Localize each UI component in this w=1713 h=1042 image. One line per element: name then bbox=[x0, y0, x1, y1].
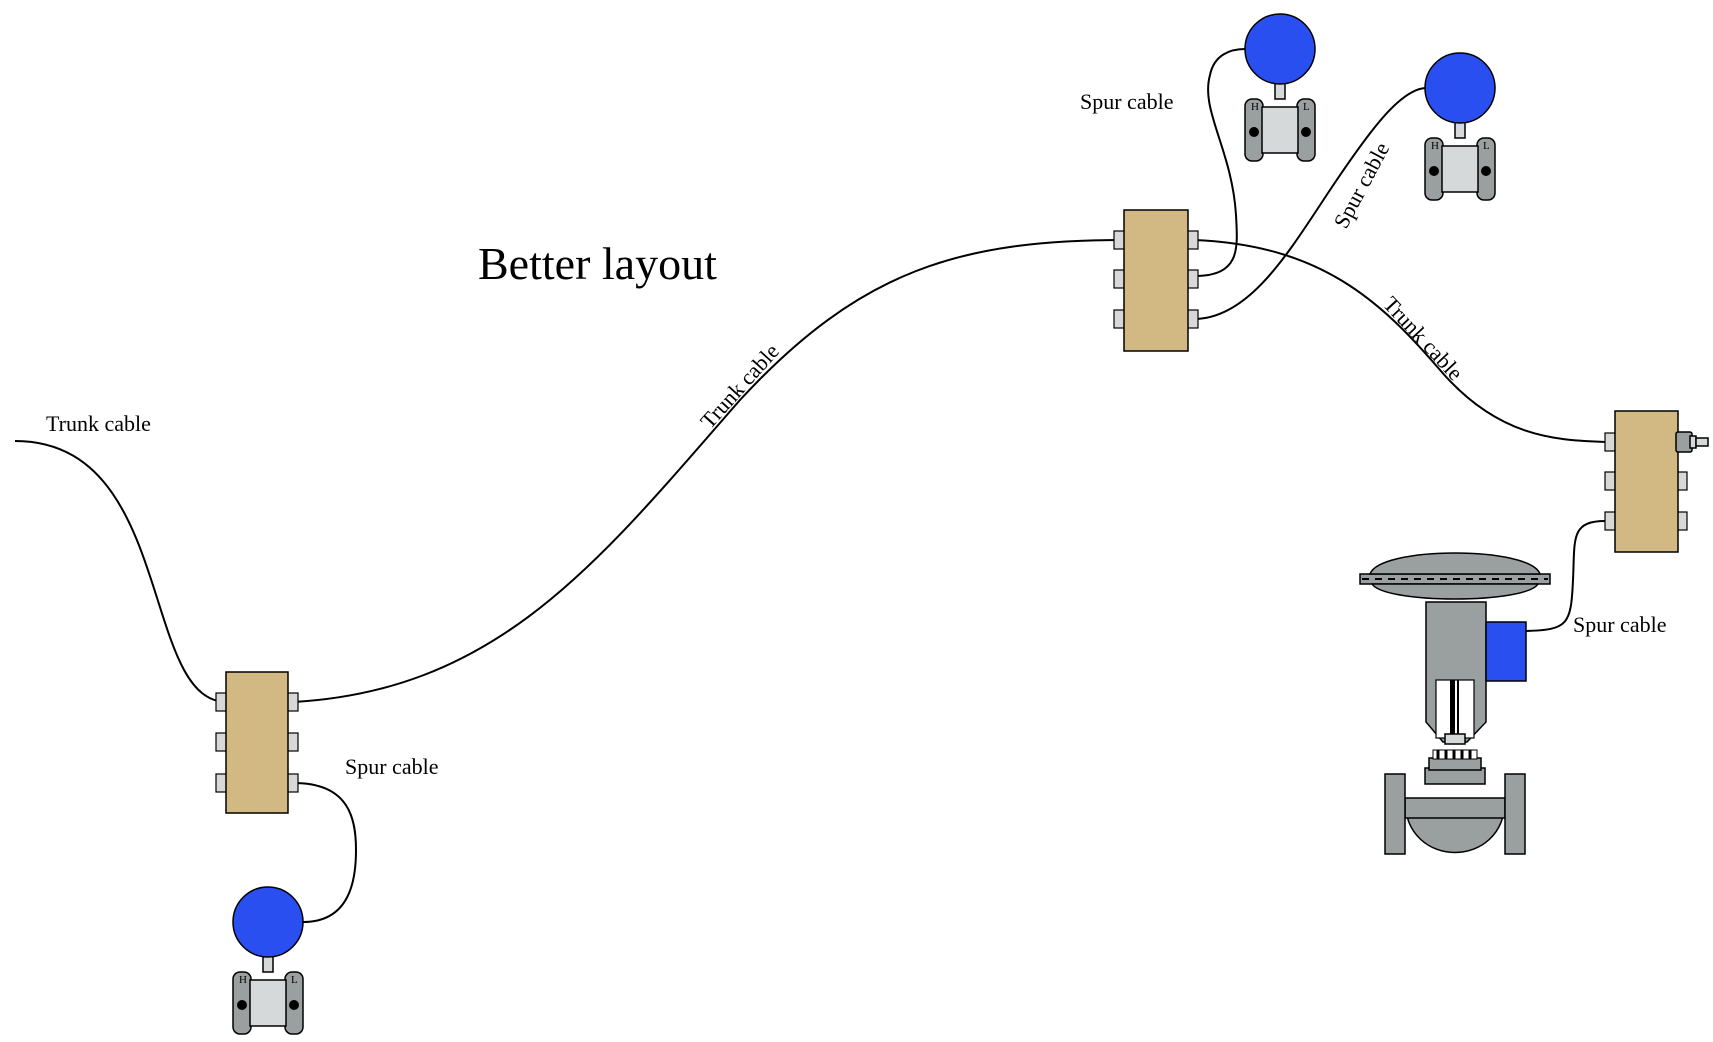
trunk-cable-label-middle: Trunk cable bbox=[695, 339, 784, 434]
svg-text:L: L bbox=[1303, 101, 1310, 113]
coupling-block-right bbox=[1604, 410, 1688, 553]
spur-cable-label-top: Spur cable bbox=[1080, 89, 1173, 114]
trunk-cable-left bbox=[14, 440, 227, 703]
pressure-transmitter-top-a: H L bbox=[1244, 13, 1316, 162]
pressure-transmitter-top-b: H L bbox=[1424, 52, 1496, 201]
trunk-cable-label-right: Trunk cable bbox=[1378, 291, 1468, 385]
diagram-title: Better layout bbox=[478, 238, 717, 289]
trunk-cable-label-left: Trunk cable bbox=[46, 411, 151, 436]
spur-cable-valve bbox=[1524, 520, 1606, 632]
spur-cable-bottom-left bbox=[293, 782, 358, 923]
svg-text:H: H bbox=[239, 974, 247, 986]
svg-text:L: L bbox=[1483, 140, 1490, 152]
spur-cable-top-b bbox=[1193, 87, 1426, 320]
coupling-block-bottom-left bbox=[215, 671, 299, 814]
svg-text:H: H bbox=[1431, 140, 1439, 152]
svg-text:L: L bbox=[291, 974, 298, 986]
trunk-cable-middle bbox=[293, 239, 1125, 703]
svg-text:H: H bbox=[1251, 101, 1259, 113]
spur-cable-top-a bbox=[1193, 48, 1246, 277]
trunk-cable-right bbox=[1193, 239, 1606, 443]
spur-cable-label-rotated: Spur cable bbox=[1328, 138, 1394, 232]
spur-cable-label-valve: Spur cable bbox=[1573, 612, 1666, 637]
spur-cable-label-bottom-left: Spur cable bbox=[345, 754, 438, 779]
control-valve bbox=[1359, 552, 1551, 855]
coupling-block-top bbox=[1113, 209, 1199, 352]
terminator-icon bbox=[1675, 431, 1709, 453]
pressure-transmitter-bottom: H L bbox=[232, 886, 304, 1035]
